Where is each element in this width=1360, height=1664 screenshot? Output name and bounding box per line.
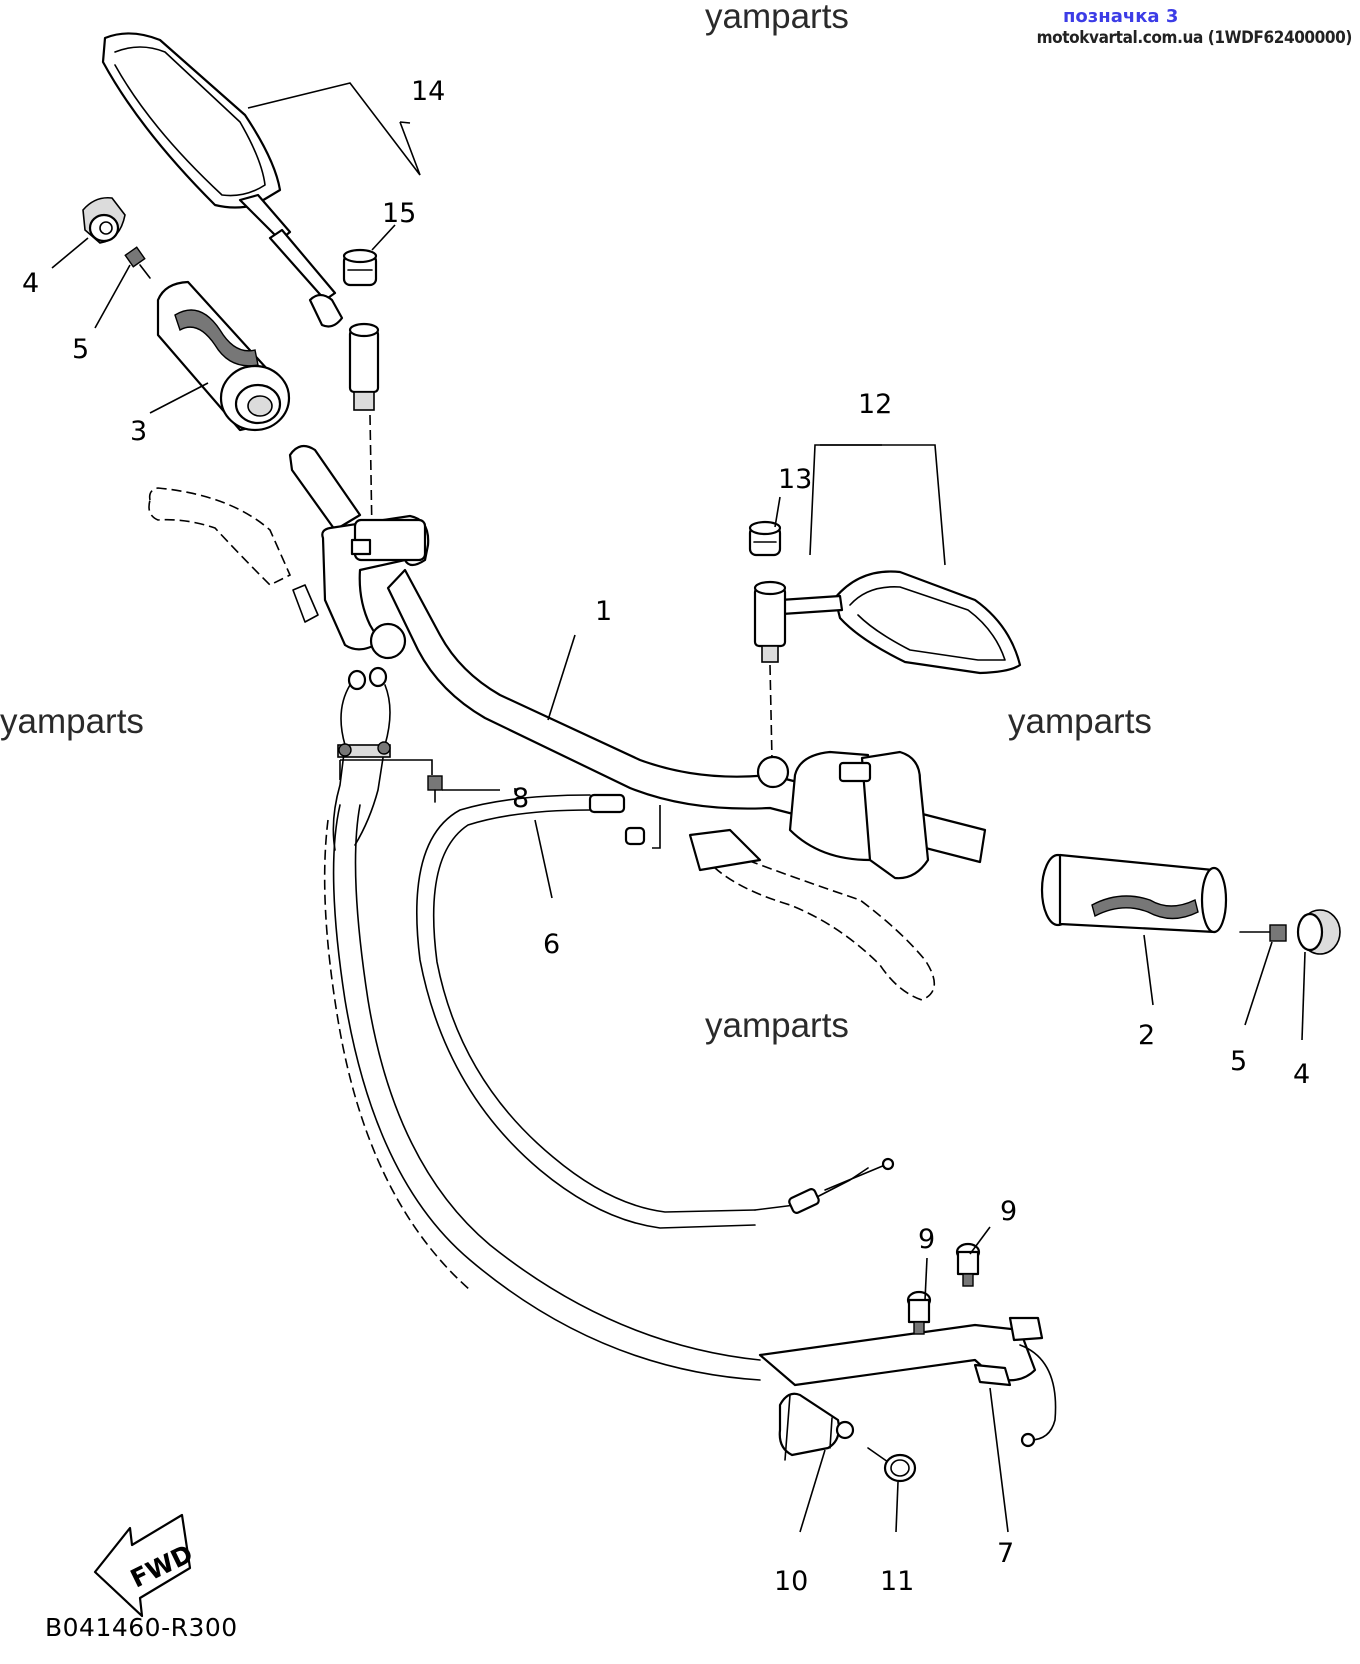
left-mirror-cap: [342, 248, 378, 287]
screw-8: [427, 775, 443, 803]
left-grip: [156, 280, 291, 432]
callout-3: 3: [130, 416, 147, 447]
bolt-9-b: [955, 1242, 981, 1287]
callout-14: 14: [411, 76, 445, 107]
cable-guide-7: [758, 1316, 1057, 1448]
left-bar-end-screw: [124, 246, 151, 279]
callout-13: 13: [778, 464, 812, 495]
callout-1: 1: [595, 596, 612, 627]
callout-4-left: 4: [22, 268, 39, 299]
clamp-10: [778, 1392, 855, 1461]
watermark-right: yamparts: [1008, 702, 1152, 741]
watermark-bottom: yamparts: [705, 1006, 849, 1045]
callout-15: 15: [382, 198, 416, 229]
leader-lines: [51, 82, 1306, 1533]
left-master-cylinder: [148, 487, 430, 660]
callout-10: 10: [774, 1566, 808, 1597]
callout-5-right: 5: [1230, 1046, 1247, 1077]
right-mirror-cap: [748, 520, 782, 557]
callout-6: 6: [543, 929, 560, 960]
callout-12: 12: [858, 389, 892, 420]
callout-9-upper: 9: [1000, 1196, 1017, 1227]
right-grip: [1040, 853, 1228, 934]
right-mirror-adapter: [753, 580, 787, 663]
diagram-code: B041460-R300: [45, 1613, 238, 1642]
right-switch-and-lever: [688, 750, 936, 1001]
callouts: 14 15 4 5 3 1 12 13 8 6 2 5 4 9 9 7 10 1…: [22, 76, 1310, 1597]
page-label: позначка 3: [1063, 6, 1179, 27]
callout-11: 11: [880, 1566, 914, 1597]
right-bar-end-weight: [1296, 909, 1341, 955]
callout-2: 2: [1138, 1020, 1155, 1051]
callout-7: 7: [997, 1538, 1014, 1569]
brake-hose-fittings: [332, 666, 391, 851]
fwd-arrow: FWD: [93, 1513, 197, 1618]
callout-5-left: 5: [72, 334, 89, 365]
bolt-11: [867, 1447, 917, 1483]
watermark-top: yamparts: [705, 0, 849, 36]
callout-9-lower: 9: [918, 1224, 935, 1255]
site-label: motokvartal.com.ua (1WDF62400000): [1036, 28, 1353, 48]
bolt-9-a: [906, 1290, 932, 1335]
left-bar-end-weight: [82, 196, 126, 244]
watermark-left: yamparts: [0, 702, 144, 741]
throttle-cable: [415, 793, 895, 1229]
right-mirror: [778, 570, 1022, 675]
callout-8: 8: [512, 783, 529, 814]
callout-4-right: 4: [1293, 1059, 1310, 1090]
right-bar-end-screw: [1239, 924, 1287, 942]
left-mirror: [101, 32, 344, 328]
left-mirror-adapter: [348, 322, 380, 411]
